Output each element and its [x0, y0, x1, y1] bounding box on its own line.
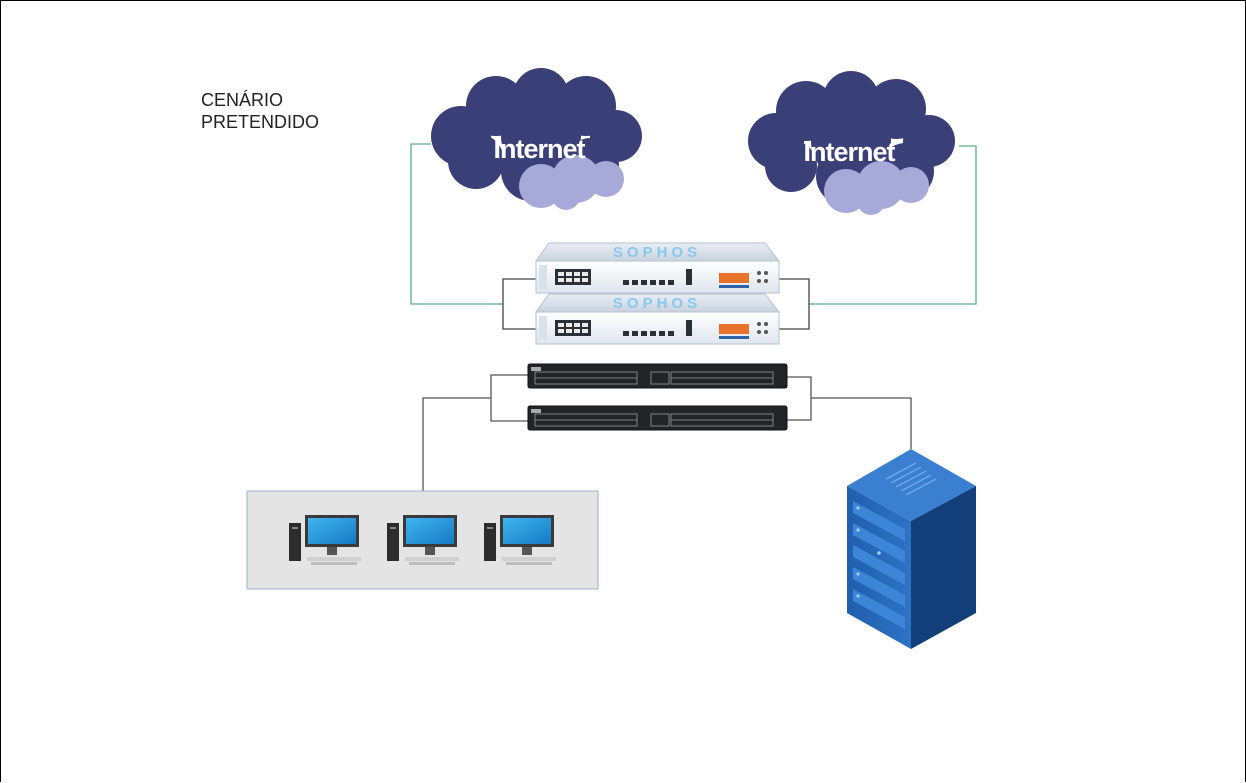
workstation-icon — [484, 515, 556, 565]
firewall-2: SOPHOS — [535, 293, 781, 345]
firewall-ha-links — [502, 278, 810, 330]
link-to-server — [811, 397, 912, 449]
wan-link-left — [410, 143, 503, 305]
firewall-1-brand: SOPHOS — [613, 244, 701, 261]
firewall-2-brand: SOPHOS — [613, 295, 701, 312]
lan-links — [422, 374, 912, 491]
server-rack-icon — [847, 449, 976, 649]
internet-cloud-2-label: Internet — [803, 137, 895, 167]
wan-link-right — [809, 145, 977, 305]
diagram-title: CENÁRIO PRETENDIDO — [201, 89, 401, 133]
wan-links — [410, 143, 977, 305]
switch-2 — [527, 405, 788, 431]
workstation-icon — [387, 515, 459, 565]
link-to-workstations — [422, 397, 491, 491]
internet-cloud-2: Internet — [748, 71, 955, 215]
internet-cloud-1: Internet — [431, 68, 642, 210]
firewall-1: SOPHOS — [535, 242, 781, 294]
workstation-icon — [289, 515, 361, 565]
workstation-group — [246, 490, 599, 590]
title-line-2: PRETENDIDO — [201, 112, 320, 132]
title-line-1: CENÁRIO — [201, 90, 284, 110]
internet-cloud-1-label: Internet — [493, 134, 585, 164]
switch-1 — [527, 363, 788, 389]
